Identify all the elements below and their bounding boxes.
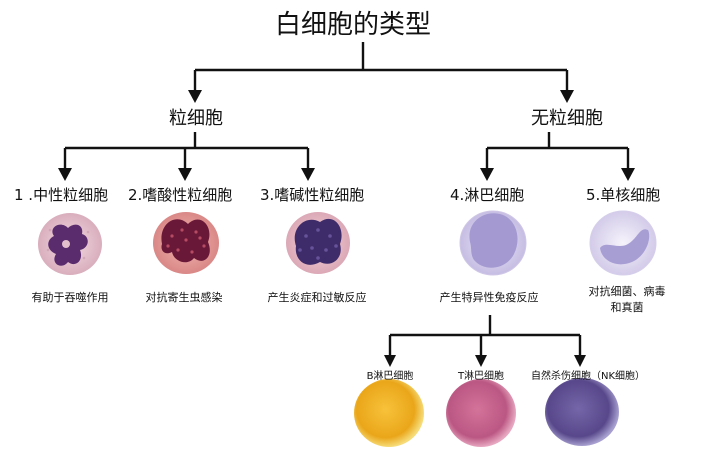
neutrophil-label: 1 .中性粒细胞 [14,186,109,204]
neutrophil-cell-image [38,213,102,275]
basophil-label: 3.嗜碱性粒细胞 [260,186,365,204]
eosinophil-cell-image [153,212,219,274]
eosinophil-label: 2.嗜酸性粒细胞 [128,186,233,204]
basophil-description: 产生炎症和过敏反应 [267,291,367,304]
monocyte-cell-image [589,210,657,276]
eosinophil-description: 对抗寄生虫感染 [145,291,223,304]
t-lymphocyte-label: T淋巴细胞 [457,371,505,382]
lymphocyte-cell-image [459,210,527,276]
monocyte-description-line1: 对抗细菌、病毒 [588,285,666,298]
diagram-title: 白细胞的类型 [274,10,431,40]
lymphocyte-label: 4.淋巴细胞 [450,186,525,204]
agranulocyte-label: 无粒细胞 [531,108,603,129]
nk-cell-image [545,378,619,446]
granulocyte-label: 粒细胞 [169,108,223,129]
basophil-cell-image [286,212,350,274]
monocyte-description-line2: 和真菌 [610,301,644,314]
neutrophil-description: 有助于吞噬作用 [31,291,109,304]
b-lymphocyte-image [354,379,424,447]
b-lymphocyte-label: B淋巴细胞 [366,371,414,382]
monocyte-label: 5.单核细胞 [586,186,661,204]
nk-cell-label: 自然杀伤细胞（NK细胞） [530,371,646,382]
lymphocyte-description: 产生特异性免疫反应 [439,291,539,304]
t-lymphocyte-image [446,379,516,447]
